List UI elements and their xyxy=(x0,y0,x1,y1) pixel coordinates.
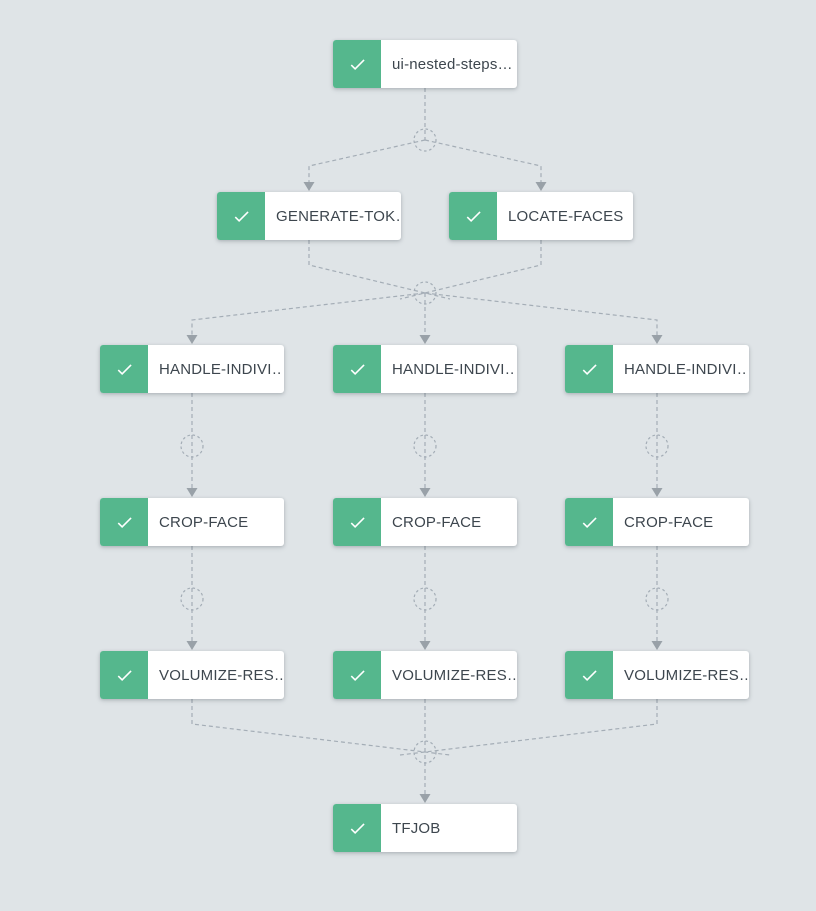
node-label: HANDLE-INDIVI… xyxy=(392,360,516,378)
node-label: VOLUMIZE-RES… xyxy=(392,666,516,684)
check-icon xyxy=(333,651,381,699)
arrowhead-icon xyxy=(419,794,431,803)
node-handle-individual-2[interactable]: HANDLE-INDIVI… xyxy=(333,345,517,393)
dashed-circle-connector xyxy=(413,434,437,458)
arrowhead-icon xyxy=(651,488,663,497)
edge-line xyxy=(308,240,451,300)
check-icon xyxy=(100,345,148,393)
edge-line xyxy=(191,699,451,756)
check-icon xyxy=(100,651,148,699)
edge-line xyxy=(424,139,542,182)
edge-line xyxy=(191,292,426,335)
node-crop-face-3[interactable]: CROP-FACE xyxy=(565,498,749,546)
node-label: HANDLE-INDIVI… xyxy=(624,360,748,378)
edge-line xyxy=(424,292,658,335)
graph-edges xyxy=(191,88,658,794)
node-handle-individual-1[interactable]: HANDLE-INDIVI… xyxy=(100,345,284,393)
check-icon xyxy=(100,498,148,546)
arrowhead-icon xyxy=(419,488,431,497)
node-crop-face-2[interactable]: CROP-FACE xyxy=(333,498,517,546)
node-crop-face-1[interactable]: CROP-FACE xyxy=(100,498,284,546)
node-tfjob[interactable]: TFJOB xyxy=(333,804,517,852)
dashed-circle-connector xyxy=(180,587,204,611)
node-locate-faces[interactable]: LOCATE-FACES xyxy=(449,192,633,240)
arrowhead-icon xyxy=(186,488,198,497)
edge-line xyxy=(308,139,426,182)
dashed-circle-connector xyxy=(645,434,669,458)
arrowhead-icon xyxy=(419,335,431,344)
node-label: VOLUMIZE-RES… xyxy=(159,666,283,684)
check-icon xyxy=(565,498,613,546)
arrowhead-icon xyxy=(651,335,663,344)
node-label: CROP-FACE xyxy=(392,513,482,531)
node-handle-individual-3[interactable]: HANDLE-INDIVI… xyxy=(565,345,749,393)
edge-arrowheads xyxy=(186,182,663,803)
node-generate-tok[interactable]: GENERATE-TOK… xyxy=(217,192,401,240)
arrowhead-icon xyxy=(186,335,198,344)
node-label: HANDLE-INDIVI… xyxy=(159,360,283,378)
check-icon xyxy=(449,192,497,240)
edge-line xyxy=(399,699,658,756)
node-volumize-res-2[interactable]: VOLUMIZE-RES… xyxy=(333,651,517,699)
dashed-circle-connector xyxy=(413,281,437,305)
node-volumize-res-3[interactable]: VOLUMIZE-RES… xyxy=(565,651,749,699)
node-label: ui-nested-steps… xyxy=(392,55,513,73)
dashed-circle-connector xyxy=(645,587,669,611)
check-icon xyxy=(333,40,381,88)
arrowhead-icon xyxy=(303,182,315,191)
check-icon xyxy=(333,804,381,852)
step-connectors xyxy=(180,128,669,764)
edge-line xyxy=(399,240,542,300)
arrowhead-icon xyxy=(186,641,198,650)
dashed-circle-connector xyxy=(180,434,204,458)
check-icon xyxy=(565,345,613,393)
node-label: CROP-FACE xyxy=(159,513,249,531)
node-label: VOLUMIZE-RES… xyxy=(624,666,748,684)
dashed-circle-connector xyxy=(413,128,437,152)
node-ui-nested-steps[interactable]: ui-nested-steps… xyxy=(333,40,517,88)
node-volumize-res-1[interactable]: VOLUMIZE-RES… xyxy=(100,651,284,699)
node-label: CROP-FACE xyxy=(624,513,714,531)
check-icon xyxy=(333,345,381,393)
arrowhead-icon xyxy=(535,182,547,191)
node-label: TFJOB xyxy=(392,819,441,837)
check-icon xyxy=(565,651,613,699)
node-label: GENERATE-TOK… xyxy=(276,207,400,225)
arrowhead-icon xyxy=(419,641,431,650)
dashed-circle-connector xyxy=(413,587,437,611)
dashed-circle-connector xyxy=(413,740,437,764)
arrowhead-icon xyxy=(651,641,663,650)
check-icon xyxy=(333,498,381,546)
check-icon xyxy=(217,192,265,240)
node-label: LOCATE-FACES xyxy=(508,207,624,225)
